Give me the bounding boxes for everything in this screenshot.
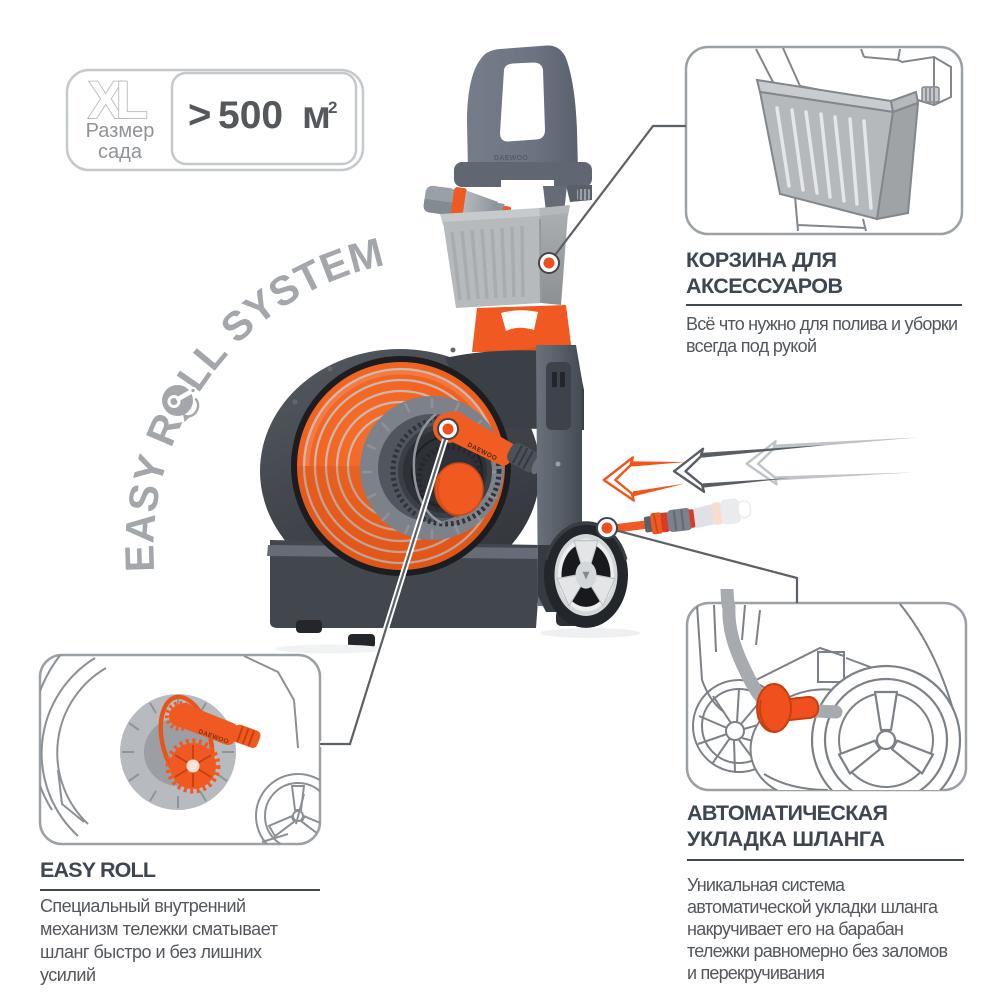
svg-text:накручивает его на барабан: накручивает его на барабан xyxy=(687,919,904,939)
svg-text:DAEWOO: DAEWOO xyxy=(494,155,528,162)
svg-text:EASY ROLL: EASY ROLL xyxy=(40,858,156,882)
svg-text:Специальный внутренний: Специальный внутренний xyxy=(40,896,246,916)
svg-text:XL: XL xyxy=(88,71,148,130)
svg-text:КОРЗИНА ДЛЯ: КОРЗИНА ДЛЯ xyxy=(686,248,837,272)
svg-text:тележки равномерно без заломов: тележки равномерно без заломов xyxy=(687,941,948,961)
svg-text:и перекручивания: и перекручивания xyxy=(687,963,825,983)
svg-text:АВТОМАТИЧЕСКАЯ: АВТОМАТИЧЕСКАЯ xyxy=(687,801,888,825)
svg-text:сада: сада xyxy=(98,141,143,163)
svg-text:м: м xyxy=(302,94,331,137)
svg-text:2: 2 xyxy=(328,98,337,117)
svg-text:усилий: усилий xyxy=(40,965,96,985)
svg-text:УКЛАДКА ШЛАНГА: УКЛАДКА ШЛАНГА xyxy=(687,827,885,851)
svg-text:500: 500 xyxy=(218,94,283,137)
svg-text:>: > xyxy=(188,93,211,137)
svg-text:Уникальная система: Уникальная система xyxy=(687,875,846,895)
svg-text:всегда под рукой: всегда под рукой xyxy=(686,336,817,356)
svg-text:Всё что нужно для полива и убо: Всё что нужно для полива и уборки xyxy=(686,314,958,334)
svg-text:Размер: Размер xyxy=(86,120,155,142)
svg-text:автоматической укладки шланга: автоматической укладки шланга xyxy=(687,897,939,917)
svg-text:шланг быстро и без лишних: шланг быстро и без лишних xyxy=(40,942,262,962)
svg-text:АКСЕССУАРОВ: АКСЕССУАРОВ xyxy=(686,274,843,298)
svg-text:механизм тележки сматывает: механизм тележки сматывает xyxy=(40,919,278,939)
